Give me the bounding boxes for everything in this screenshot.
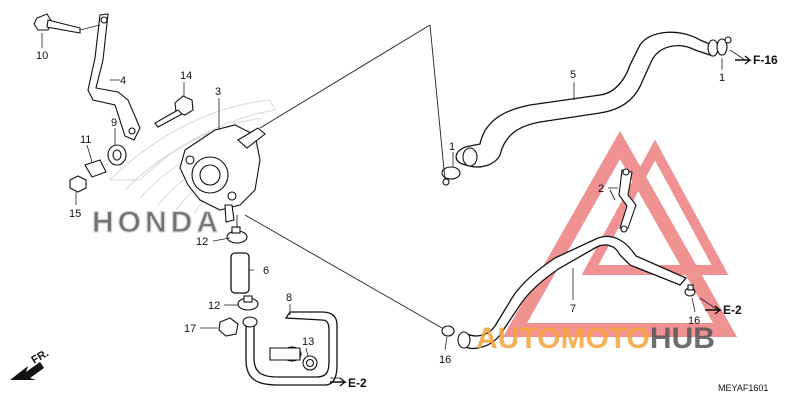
clamp-1-mid [441, 166, 461, 186]
automotohub-logo [502, 130, 738, 337]
callout-3: 3 [215, 86, 221, 98]
hose-5 [455, 31, 719, 168]
callout-11: 11 [80, 134, 91, 146]
callout-9: 9 [111, 117, 117, 129]
washer-11 [84, 159, 107, 178]
hose-6 [230, 252, 250, 294]
water-pump-3 [179, 124, 266, 223]
callout-12-top: 12 [196, 236, 208, 248]
arrow-f16-icon [735, 55, 752, 65]
diagram-code: MEYAF1601 [718, 383, 768, 393]
arrow-e2-bottom-icon [330, 377, 347, 387]
callout-15: 15 [69, 208, 81, 220]
callout-12-bottom: 12 [208, 300, 220, 312]
bolt-17 [218, 317, 239, 337]
clamp-16-left [441, 325, 455, 337]
wordmark-auto: AUTO [476, 322, 560, 355]
callout-6: 6 [263, 265, 269, 277]
ref-e2-right: E-2 [723, 303, 742, 317]
callout-7: 7 [570, 303, 576, 315]
hose-7 [457, 235, 688, 349]
svg-text:AUTOMOTOHUB: AUTOMOTOHUB [476, 322, 715, 355]
automotohub-wordmark: AUTOMOTOHUB [476, 322, 715, 355]
callout-17: 17 [184, 323, 196, 335]
clamp-12-bottom [237, 295, 259, 311]
bolt-10 [33, 13, 81, 34]
clamp-1-top [716, 36, 732, 56]
o-ring-13 [302, 355, 318, 371]
ref-f16: F-16 [753, 53, 778, 67]
callout-8: 8 [286, 292, 292, 304]
callout-1-top: 1 [719, 72, 725, 84]
callout-2: 2 [598, 183, 604, 195]
callout-14: 14 [180, 70, 192, 82]
callout-16-right: 16 [688, 315, 700, 327]
callout-5: 5 [570, 69, 576, 81]
bracket-4 [87, 13, 141, 141]
wordmark-hub: HUB [650, 322, 715, 355]
pipe-8 [242, 311, 338, 386]
bolt-14 [154, 95, 194, 128]
fr-label: FR. [30, 347, 51, 366]
ref-e2-bottom: E-2 [348, 376, 367, 390]
seal-9 [107, 144, 127, 166]
honda-wordmark: HONDA [92, 206, 222, 239]
bolt-15 [69, 175, 87, 193]
clip-2 [618, 168, 637, 233]
callout-10: 10 [36, 50, 48, 62]
clamp-12-top [226, 226, 248, 244]
wordmark-moto: MOTO [560, 322, 649, 355]
clamp-16-right [684, 284, 696, 297]
callout-16-left: 16 [439, 354, 451, 366]
callout-1-mid: 1 [449, 141, 455, 153]
callout-13: 13 [302, 336, 314, 348]
front-direction-arrow: FR. [10, 347, 51, 380]
arrow-e2-right-icon [705, 305, 722, 315]
callout-4: 4 [120, 75, 126, 87]
